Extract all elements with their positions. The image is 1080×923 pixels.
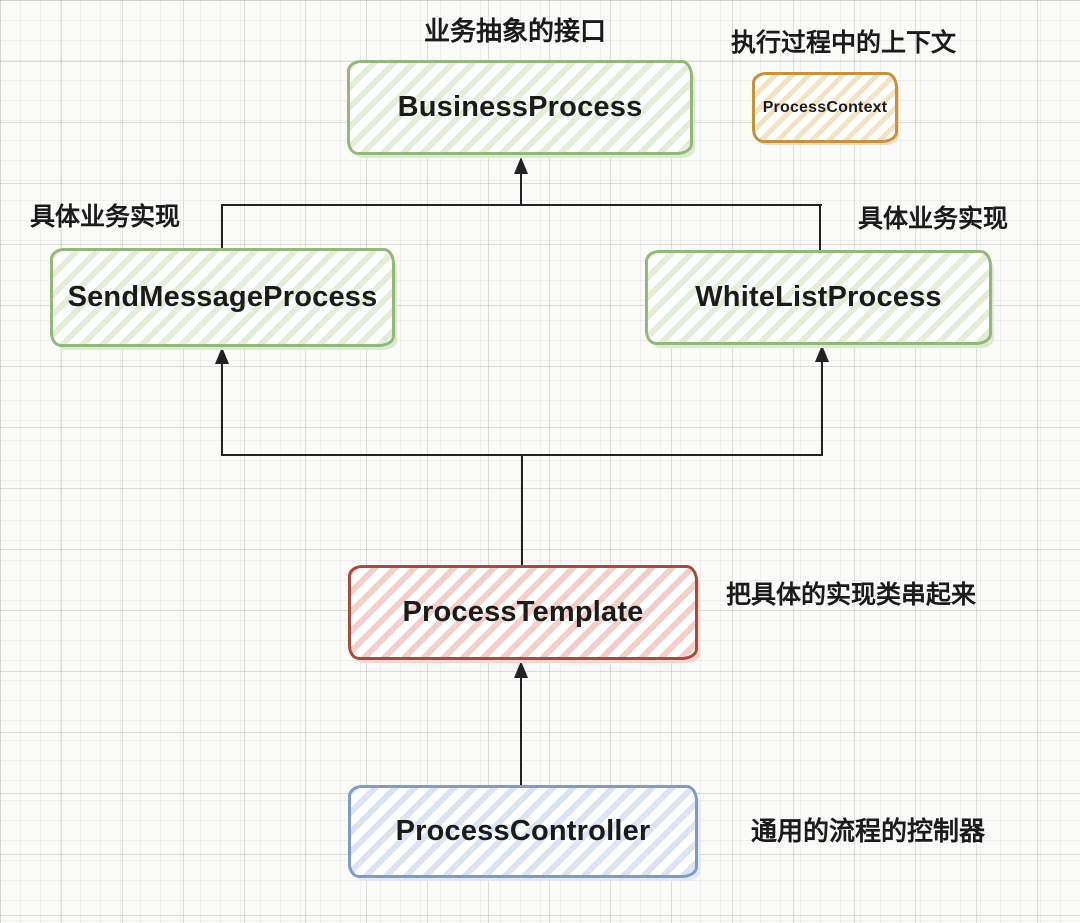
process-context-box: ProcessContext [752,72,898,143]
annotation-template-chain: 把具体的实现类串起来 [726,581,977,609]
process-template-box: ProcessTemplate [348,565,698,660]
send-message-process-label: SendMessageProcess [67,281,378,313]
process-controller-label: ProcessController [395,815,651,847]
annotation-abstract-interface: 业务抽象的接口 [424,16,607,46]
connector-line [520,666,522,786]
business-process-box: BusinessProcess [347,60,693,155]
process-context-label: ProcessContext [762,98,888,116]
connector-line [819,204,821,252]
connector-line [520,162,522,206]
arrowhead-up-icon [815,345,829,362]
connector-line [521,454,523,567]
process-template-label: ProcessTemplate [402,596,644,628]
annotation-generic-controller: 通用的流程的控制器 [751,816,986,846]
annotation-execution-context: 执行过程中的上下文 [731,29,957,57]
business-process-label: BusinessProcess [397,91,643,123]
arrowhead-up-icon [514,661,528,678]
annotation-concrete-impl-right: 具体业务实现 [858,205,1009,233]
arrowhead-up-icon [215,347,229,364]
white-list-process-box: WhiteListProcess [645,250,992,345]
send-message-process-box: SendMessageProcess [50,248,395,347]
white-list-process-label: WhiteListProcess [695,281,942,313]
connector-line [221,351,223,456]
process-controller-box: ProcessController [348,785,698,878]
annotation-concrete-impl-left: 具体业务实现 [30,203,181,231]
connector-line [221,204,223,251]
arrowhead-up-icon [514,157,528,174]
connector-line [821,351,823,456]
